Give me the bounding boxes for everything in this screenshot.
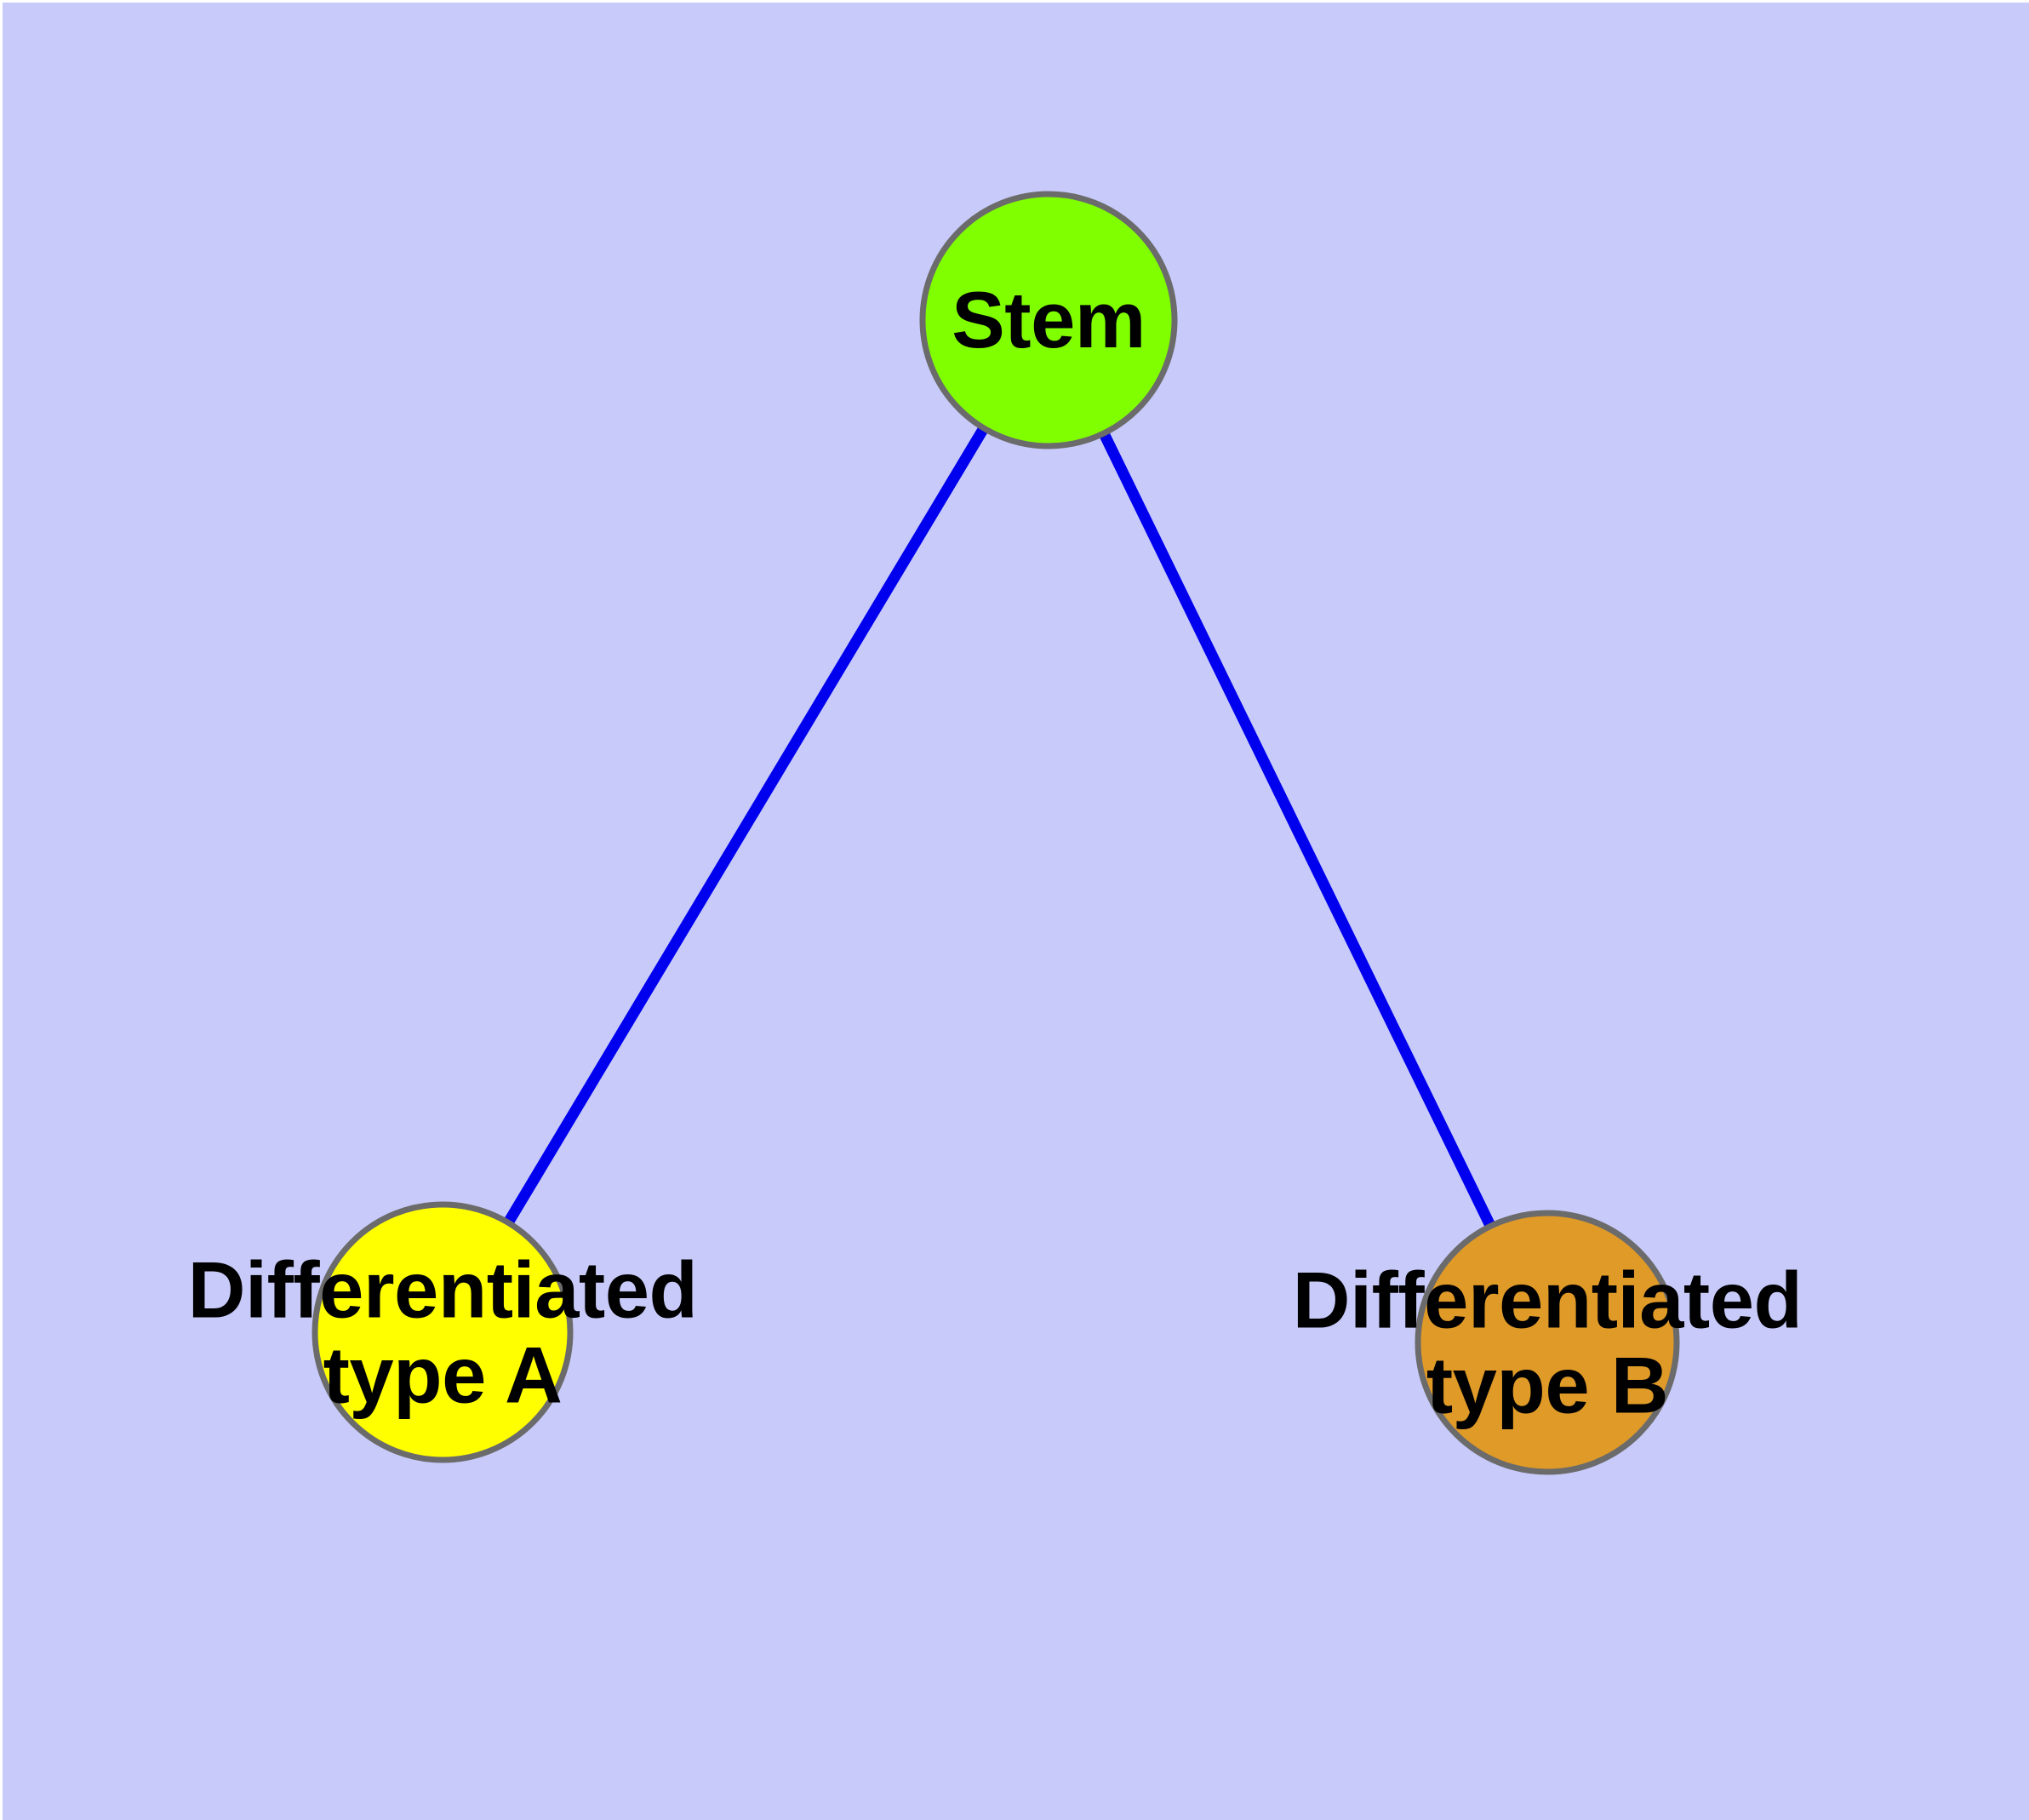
node-stem[interactable] (919, 191, 1178, 449)
node-diff_a[interactable] (311, 1201, 574, 1463)
edge-stem-diff-b[interactable] (1099, 432, 1495, 1228)
node-diff_b[interactable] (1415, 1210, 1680, 1475)
edge-stem-diff-a[interactable] (504, 426, 988, 1224)
edges-group (504, 426, 1495, 1228)
nodes-group (311, 191, 1680, 1475)
